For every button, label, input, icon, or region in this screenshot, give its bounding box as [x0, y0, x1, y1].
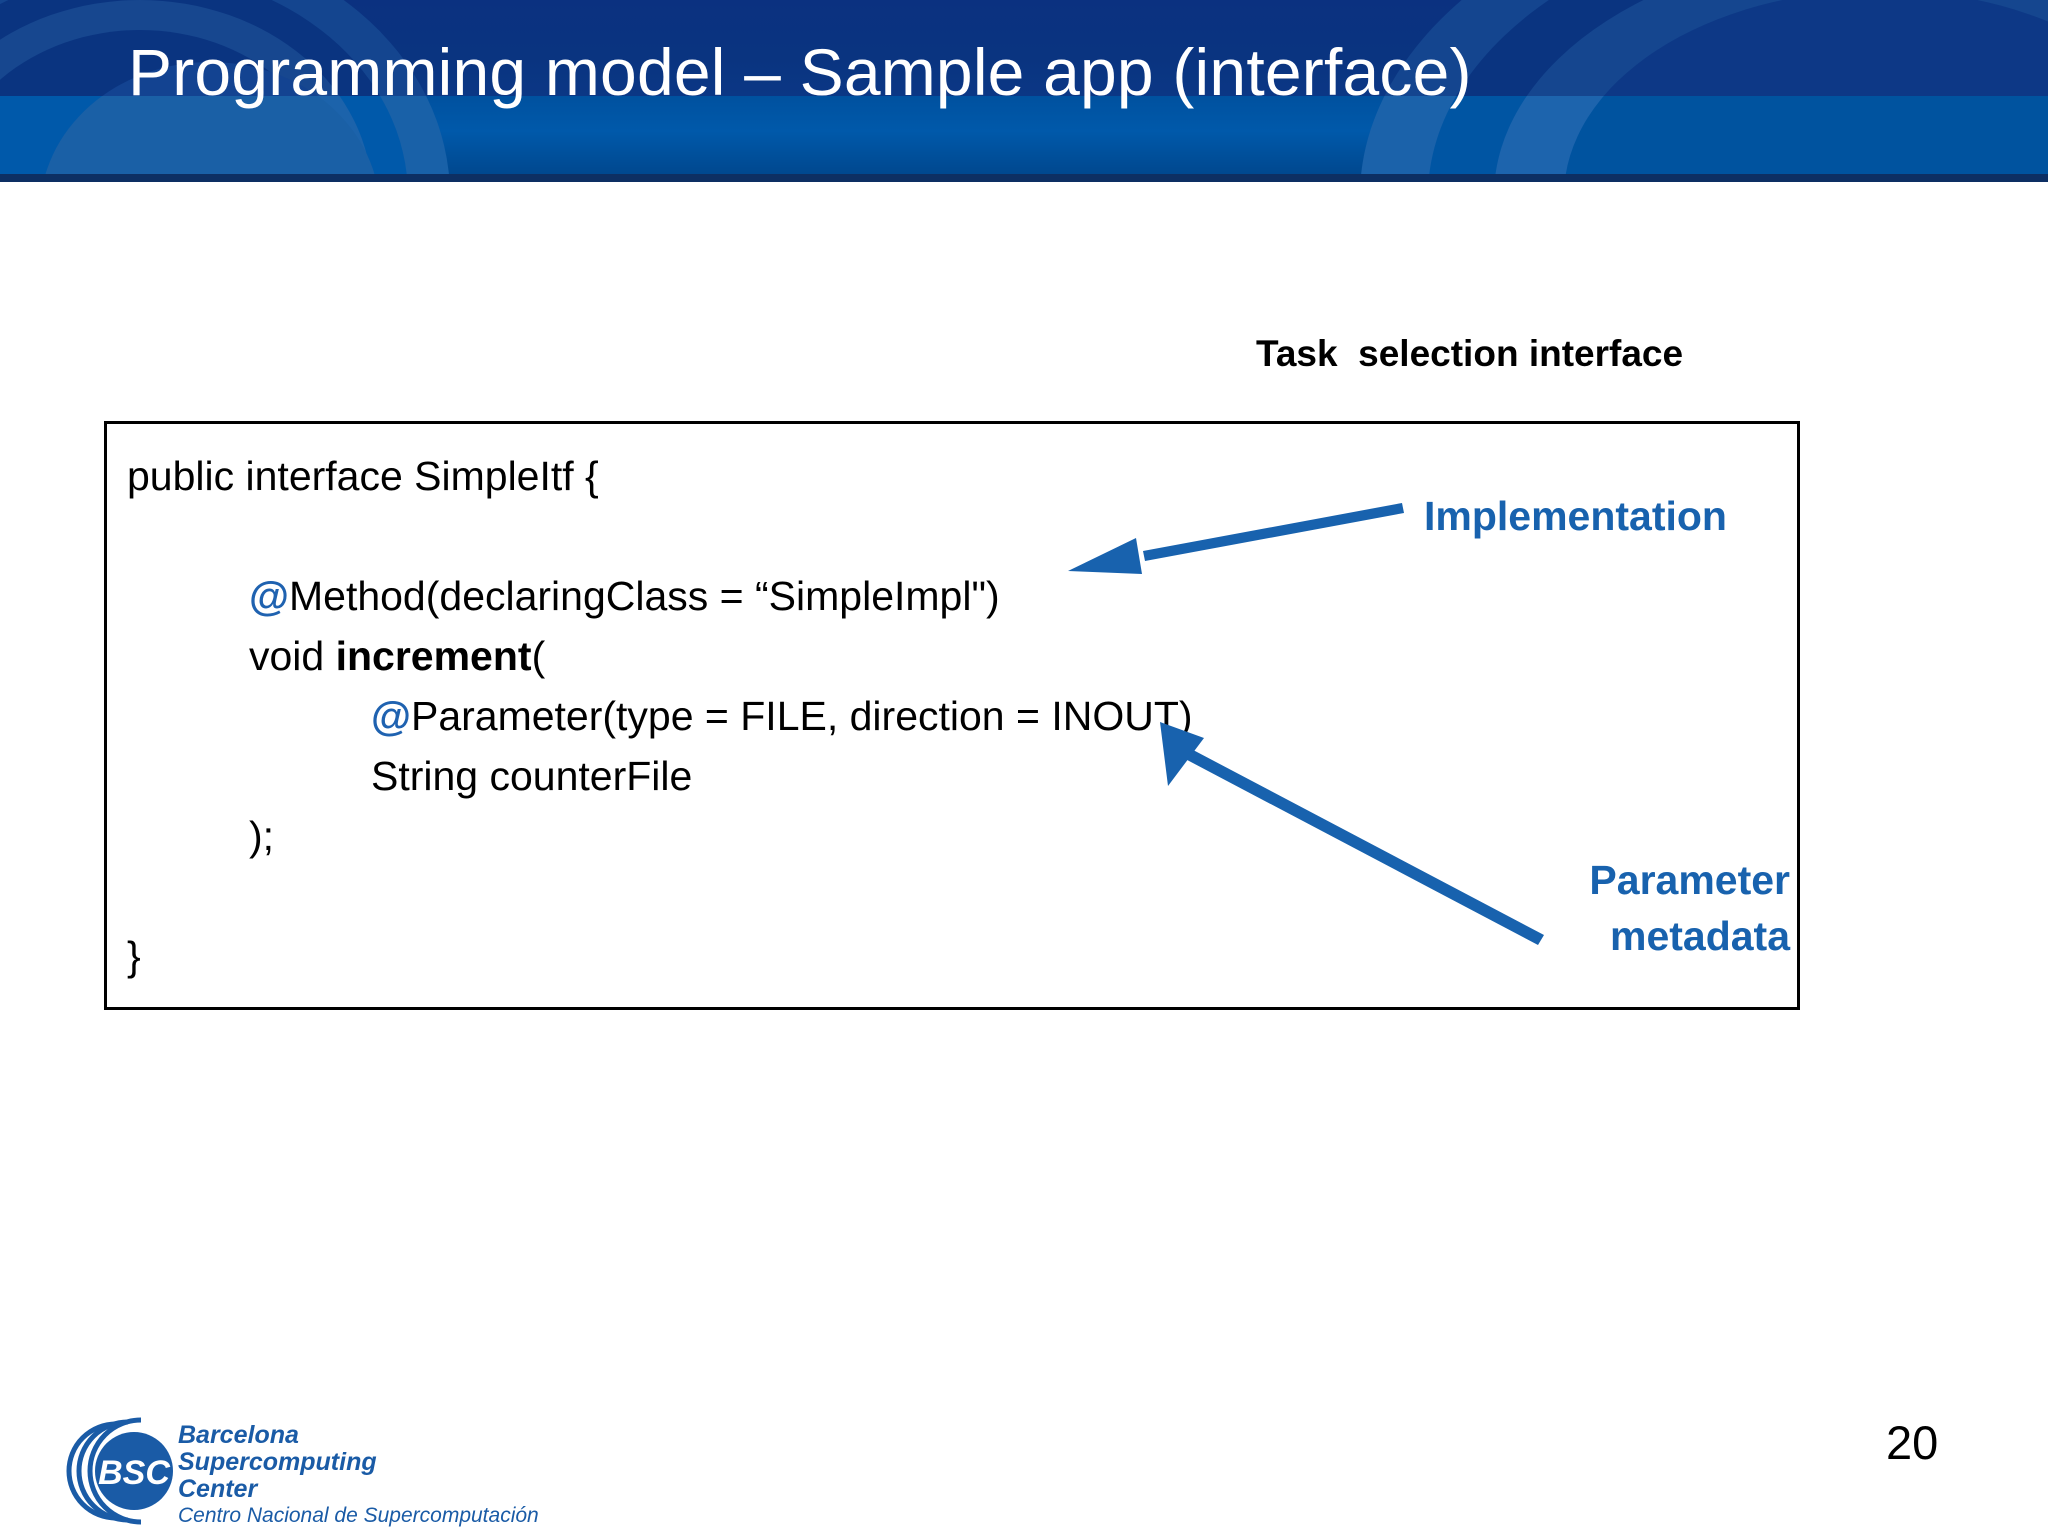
- code-listing-box: public interface SimpleItf {@Method(decl…: [104, 421, 1800, 1010]
- bsc-logo-initials: BSC: [98, 1454, 170, 1492]
- code-text: String counterFile: [371, 753, 693, 799]
- bsc-wordmark-line-1: Barcelona: [178, 1421, 299, 1449]
- bsc-wordmark-subtitle: Centro Nacional de Supercomputación: [178, 1504, 539, 1527]
- banner-bottom-rule: [0, 174, 2048, 182]
- slide-header-banner: Programming model – Sample app (interfac…: [0, 0, 2048, 182]
- code-text: Method(declaringClass = “SimpleImpl"): [288, 573, 1000, 619]
- code-line: void increment(: [127, 626, 1193, 686]
- code-text: (: [531, 633, 546, 679]
- code-line: );: [127, 806, 1193, 866]
- task-selection-interface-label: Task selection interface: [1256, 333, 1684, 374]
- at-symbol: @: [371, 693, 411, 739]
- page-number: 20: [1886, 1416, 1939, 1469]
- code-line: public interface SimpleItf {: [127, 446, 1193, 506]
- page-title: Programming model – Sample app (interfac…: [128, 35, 1472, 109]
- code-line: [127, 506, 1193, 566]
- bsc-logo-arcs: [66, 1417, 142, 1525]
- code-text: public interface SimpleItf {: [127, 453, 599, 499]
- code-line: @Parameter(type = FILE, direction = INOU…: [127, 686, 1193, 746]
- bsc-wordmark-line-3: Center: [178, 1475, 258, 1503]
- at-symbol: @: [249, 573, 289, 619]
- code-text: );: [249, 813, 275, 859]
- code-identifier: increment: [335, 633, 532, 679]
- code-text: void: [249, 633, 336, 679]
- code-line: }: [127, 926, 1193, 986]
- code-line: String counterFile: [127, 746, 1193, 806]
- code-listing: public interface SimpleItf {@Method(decl…: [127, 446, 1193, 986]
- bsc-logo-circle: [95, 1432, 173, 1510]
- bsc-logo-wordmark: Barcelona Supercomputing Center Centro N…: [178, 1422, 539, 1529]
- code-line: @Method(declaringClass = “SimpleImpl"): [127, 566, 1193, 626]
- banner-decorative-arcs: [0, 0, 2048, 174]
- code-text: Parameter(type = FILE, direction = INOUT…: [410, 693, 1193, 739]
- bsc-wordmark-line-2: Supercomputing: [178, 1448, 377, 1476]
- code-text: }: [127, 933, 141, 979]
- bsc-logo-mark: BSC: [66, 1417, 173, 1525]
- code-line: [127, 866, 1193, 926]
